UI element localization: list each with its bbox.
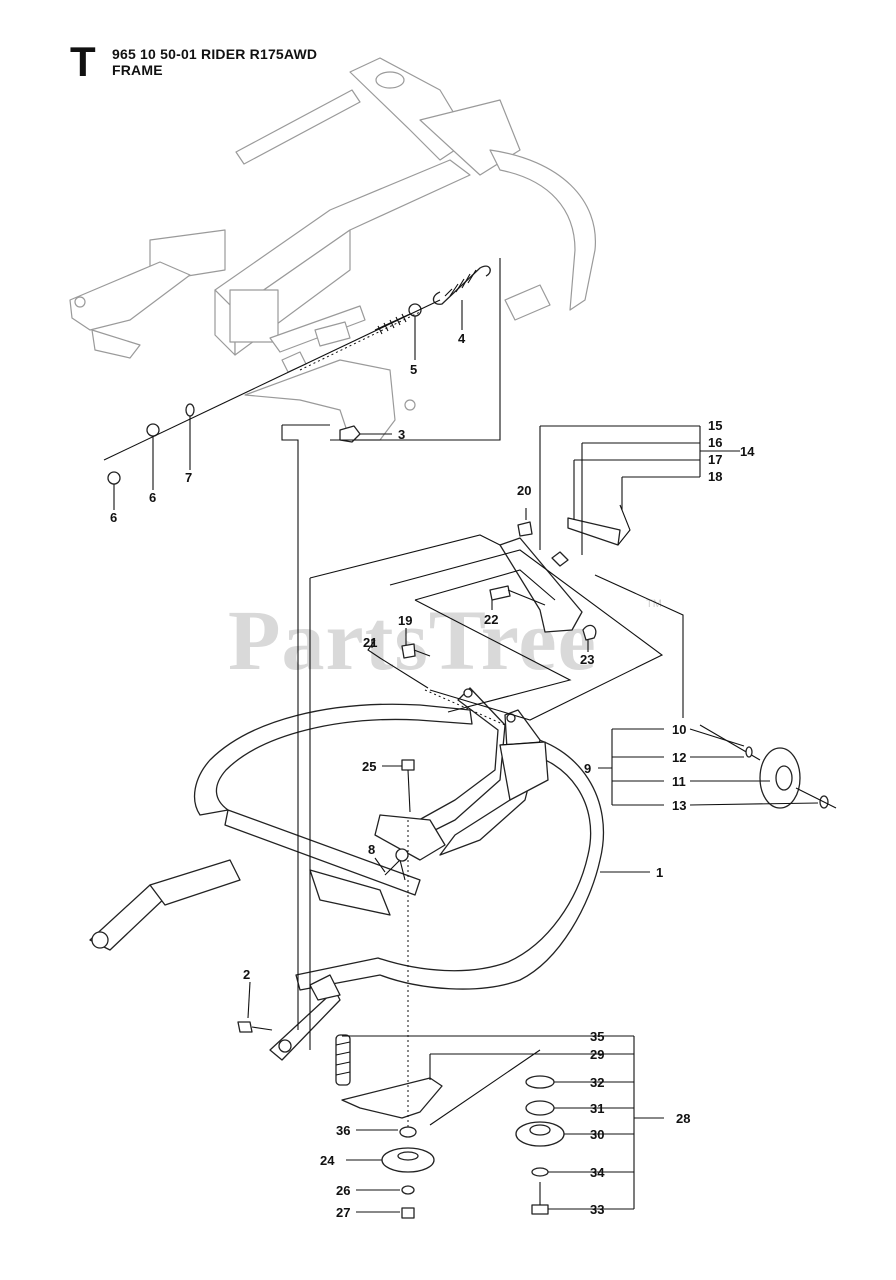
main-frame-tube: [89, 703, 605, 1061]
callout-4: 4: [458, 331, 466, 346]
section-letter: T: [70, 38, 96, 85]
callout-23: 23: [580, 652, 594, 667]
callout-29: 29: [590, 1047, 604, 1062]
callout-26: 26: [336, 1183, 350, 1198]
callout-30: 30: [590, 1127, 604, 1142]
hardware-parts: [107, 265, 837, 1219]
watermark-trademark: TM: [646, 598, 662, 610]
watermark-text: PartsTree: [228, 592, 597, 688]
callout-8: 8: [368, 842, 375, 857]
callout-labels: 5 4 3 6 6 7 20 15 16 17 18 14 22 23 21 1…: [110, 331, 755, 1220]
callout-31: 31: [590, 1101, 604, 1116]
callout-33: 33: [590, 1202, 604, 1217]
callout-34: 34: [590, 1165, 605, 1180]
callout-25: 25: [362, 759, 376, 774]
callout-1: 1: [656, 865, 663, 880]
callout-10: 10: [672, 722, 686, 737]
callout-18: 18: [708, 469, 722, 484]
assembly-lines: [103, 258, 684, 1130]
callout-5: 5: [410, 362, 417, 377]
callout-7: 7: [185, 470, 192, 485]
model-line: 965 10 50-01 RIDER R175AWD: [112, 46, 318, 62]
callout-9: 9: [584, 761, 591, 776]
callout-36: 36: [336, 1123, 350, 1138]
callout-35: 35: [590, 1029, 604, 1044]
callout-2: 2: [243, 967, 250, 982]
callout-13: 13: [672, 798, 686, 813]
seat-bracket: [374, 687, 549, 861]
callout-22: 22: [484, 612, 498, 627]
callout-12: 12: [672, 750, 686, 765]
leader-lines: [113, 300, 819, 1213]
callout-21: 21: [363, 635, 377, 650]
chassis-context-drawing: [69, 57, 596, 441]
callout-19: 19: [398, 613, 412, 628]
section-title: FRAME: [112, 62, 163, 78]
callout-6a: 6: [110, 510, 117, 525]
callout-28: 28: [676, 1111, 690, 1126]
callout-16: 16: [708, 435, 722, 450]
callout-11: 11: [672, 774, 686, 789]
callout-17: 17: [708, 452, 722, 467]
callout-24: 24: [320, 1153, 335, 1168]
callout-14: 14: [740, 444, 755, 459]
callout-27: 27: [336, 1205, 350, 1220]
callout-3: 3: [398, 427, 405, 442]
callout-15: 15: [708, 418, 722, 433]
callout-6b: 6: [149, 490, 156, 505]
callout-32: 32: [590, 1075, 604, 1090]
callout-20: 20: [517, 483, 531, 498]
